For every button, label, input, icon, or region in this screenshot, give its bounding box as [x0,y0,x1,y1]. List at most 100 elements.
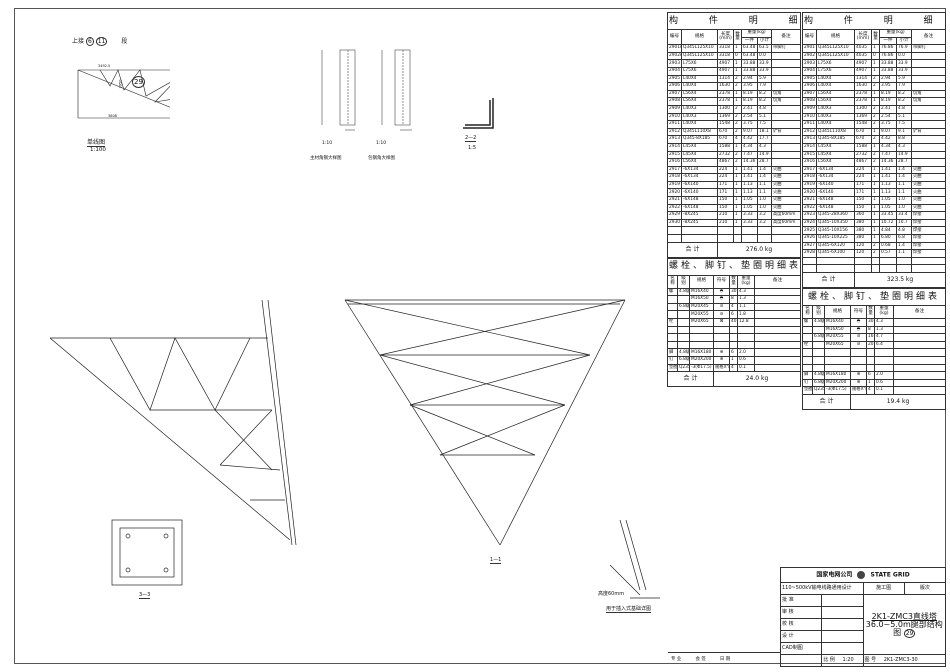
table-cell: 76.86 [879,44,897,53]
single-line-diagram: 上接 6 11 段 3492.5 3808 3950 29 单线图 1:100 [60,30,170,153]
table-cell: 2926 [802,234,817,243]
empty-cell [667,333,678,342]
total-label: 合 计 [802,393,851,410]
table-cell: 2907 [667,89,682,99]
table-cell: 2 [733,120,742,129]
table-cell: 1 [871,97,880,106]
table-cell: -8X245 [681,218,718,228]
col-header: 符号 [713,274,730,289]
table-title: 螺栓、脚钉、垫圈明细表 [666,257,802,276]
bolt-symbol-icon: ⊘ [850,340,867,350]
table-cell: 3.2 [757,218,772,228]
table-cell: 33.4 [896,211,912,220]
countersign-strip: 专 业 会 签 日 期 [668,652,780,670]
table-cell: 2910 [667,112,682,122]
table-cell: L45X4 [681,150,718,160]
table-cell: 210 [717,211,734,220]
table-cell: 1.4 [896,165,912,175]
role-label: 审 核 [779,606,823,619]
section-3-label: 3—3 [139,592,151,599]
table-cell: 7.9 [896,82,912,91]
empty-cell [729,325,738,335]
table-cell: 14.9 [896,150,912,160]
grade: Q235 [677,363,690,373]
drawing-badge: 29 [903,628,916,638]
table-cell: 2.94 [879,74,897,84]
item-name: 脚 [667,348,678,357]
col-header: 重量(kg) [741,29,772,38]
empty-cell [681,226,718,236]
empty-cell [713,340,730,350]
empty-cell [824,355,851,365]
spec: -3(Φ17.5) [824,386,851,395]
label-prefix: 上接 [72,38,85,45]
spec: M16X40 [824,318,851,327]
table-cell: 120 [854,241,872,251]
table-cell: 2 [871,120,880,129]
section-1-label: 1—1 [490,557,502,564]
table-cell: L40X3 [816,112,855,122]
table-cell: 171 [717,188,734,198]
table-cell: 4.8 [896,226,912,236]
table-cell: 33.45 [879,211,897,220]
table-cell: 33.9 [757,66,772,76]
drawing-title-2: 36.0~5.0m腿部结构图 [865,619,943,637]
empty-cell [824,348,851,357]
table-cell: 2.54 [741,112,758,122]
table-cell: 1 [733,180,742,190]
empty-cell [874,348,894,357]
weight: 12.8 [737,318,755,327]
table-cell: 1 [871,226,880,236]
table-cell: 33.9 [896,59,912,68]
table-cell: 1.05 [879,203,897,213]
table-cell [770,150,802,160]
col-header: 数量 [871,28,880,46]
table-cell: 2.41 [741,104,758,114]
parts-table-left: 构 件 明 细 表(插入式)编号规格长度(mm)数量重量(kg)备注一件小计29… [666,12,802,258]
table-cell: 2912 [667,127,682,137]
empty-cell [802,256,817,266]
table-cell: 150 [717,203,734,213]
table-cell: 10.7 [896,218,912,228]
table-cell: 0.68 [879,241,897,251]
col-header: 级别 [677,274,690,289]
empty-cell [753,333,802,342]
table-cell: 2919 [667,180,682,190]
table-cell: -6X140 [816,188,855,198]
table-cell: 0.0 [896,51,912,61]
table-cell: 火曲 [770,203,802,213]
table-cell: 1 [871,218,880,228]
bolt-symbol-icon: ⊘ [713,310,730,319]
state-grid-logo-icon [857,571,866,579]
table-cell: 171 [854,180,872,190]
table-cell: 2908 [667,97,682,106]
table-cell: 2 [733,127,742,137]
table-cell: 2 [871,158,880,167]
table-cell: Q345-28X360 [816,211,855,220]
single-line-sketch [77,69,170,119]
total-value: 24.0 kg [712,371,802,388]
table-cell: 2378 [854,97,872,106]
table-cell: 3.75 [879,120,897,129]
table-cell: L40X4 [816,74,855,84]
table-cell: 171 [717,180,734,190]
table-cell: 1 [871,188,880,198]
qty: 4 [729,302,738,312]
table-cell [910,51,947,61]
right-table-column: 构 件 明 细 表(座板式)编号规格长度(mm)数量重量(kg)备注一件小计29… [801,12,947,410]
item-name: 垫圈 [802,386,813,395]
table-cell [770,59,802,68]
leg-structure-drawings [49,299,660,599]
